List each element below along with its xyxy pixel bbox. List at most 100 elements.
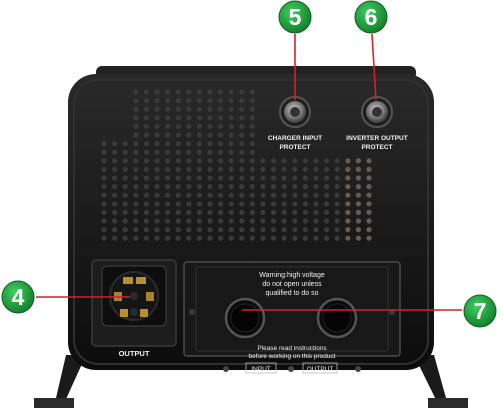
vent-hole <box>207 235 213 241</box>
vent-hole <box>165 218 171 224</box>
vent-hole <box>313 175 319 181</box>
vent-hole <box>355 184 361 190</box>
vent-hole <box>334 184 340 190</box>
vent-hole <box>239 235 245 241</box>
vent-hole <box>249 166 255 172</box>
vent-hole <box>324 218 330 224</box>
callout-6-number: 6 <box>365 4 378 30</box>
vent-hole <box>218 166 224 172</box>
warning-panel <box>183 261 401 357</box>
vent-hole <box>324 235 330 241</box>
vent-hole <box>355 175 361 181</box>
vent-hole <box>239 123 245 129</box>
vent-hole <box>133 89 139 95</box>
vent-hole <box>175 98 181 104</box>
vent-hole <box>175 123 181 129</box>
vent-hole <box>239 201 245 207</box>
vent-hole <box>313 209 319 215</box>
vent-hole <box>112 192 118 198</box>
vent-hole <box>366 209 372 215</box>
vent-hole <box>302 166 308 172</box>
vent-hole <box>175 89 181 95</box>
vent-hole <box>122 158 128 164</box>
vent-hole <box>196 123 202 129</box>
vent-hole <box>143 175 149 181</box>
vent-hole <box>133 149 139 155</box>
vent-hole <box>249 184 255 190</box>
vent-hole <box>218 141 224 147</box>
vent-hole <box>260 175 266 181</box>
vent-hole <box>112 141 118 147</box>
vent-hole <box>271 192 277 198</box>
callout-7-badge: 7 <box>463 294 497 328</box>
vent-hole <box>101 141 107 147</box>
vent-hole <box>260 158 266 164</box>
vent-hole <box>228 184 234 190</box>
vent-hole <box>122 175 128 181</box>
vent-hole <box>313 166 319 172</box>
vent-hole <box>218 209 224 215</box>
vent-hole <box>186 201 192 207</box>
vent-hole <box>175 132 181 138</box>
vent-hole <box>175 149 181 155</box>
vent-hole <box>143 201 149 207</box>
vent-hole <box>218 184 224 190</box>
vent-hole <box>218 192 224 198</box>
vent-hole <box>133 115 139 121</box>
vent-hole <box>143 141 149 147</box>
vent-hole <box>186 89 192 95</box>
vent-hole <box>143 158 149 164</box>
vent-hole <box>143 235 149 241</box>
vent-hole <box>143 89 149 95</box>
vent-hole <box>101 218 107 224</box>
vent-hole <box>112 227 118 233</box>
vent-hole <box>112 175 118 181</box>
vent-hole <box>334 192 340 198</box>
inverter-protect-label: PROTECT <box>361 144 392 151</box>
vent-hole <box>154 166 160 172</box>
vent-hole <box>154 235 160 241</box>
vent-hole <box>324 192 330 198</box>
input-port-label: INPUT <box>251 366 271 373</box>
vent-hole <box>302 158 308 164</box>
vent-hole <box>175 141 181 147</box>
vent-hole <box>165 89 171 95</box>
vent-hole <box>302 218 308 224</box>
vent-hole <box>228 192 234 198</box>
vent-hole <box>196 106 202 112</box>
vent-hole <box>101 201 107 207</box>
vent-hole <box>122 201 128 207</box>
vent-hole <box>101 158 107 164</box>
vent-hole <box>271 201 277 207</box>
charger-input-label: CHARGER INPUT <box>268 135 322 142</box>
vent-hole <box>165 166 171 172</box>
vent-hole <box>302 227 308 233</box>
vent-hole <box>186 149 192 155</box>
vent-hole <box>313 184 319 190</box>
vent-hole <box>249 141 255 147</box>
vent-hole <box>218 149 224 155</box>
vent-hole <box>101 149 107 155</box>
vent-hole <box>207 149 213 155</box>
vent-hole <box>302 201 308 207</box>
vent-hole <box>334 218 340 224</box>
vent-hole <box>271 175 277 181</box>
vent-hole <box>112 149 118 155</box>
vent-hole <box>239 175 245 181</box>
vent-hole <box>207 192 213 198</box>
vent-hole <box>302 184 308 190</box>
vent-hole <box>196 209 202 215</box>
vent-hole <box>345 218 351 224</box>
vent-hole <box>196 98 202 104</box>
vent-hole <box>281 158 287 164</box>
vent-hole <box>112 166 118 172</box>
vent-hole <box>207 209 213 215</box>
vent-hole <box>196 218 202 224</box>
callout-7-number: 7 <box>474 298 487 324</box>
vent-hole <box>154 218 160 224</box>
vent-hole <box>239 141 245 147</box>
vent-hole <box>165 149 171 155</box>
vent-hole <box>112 235 118 241</box>
vent-hole <box>366 192 372 198</box>
vent-hole <box>345 227 351 233</box>
